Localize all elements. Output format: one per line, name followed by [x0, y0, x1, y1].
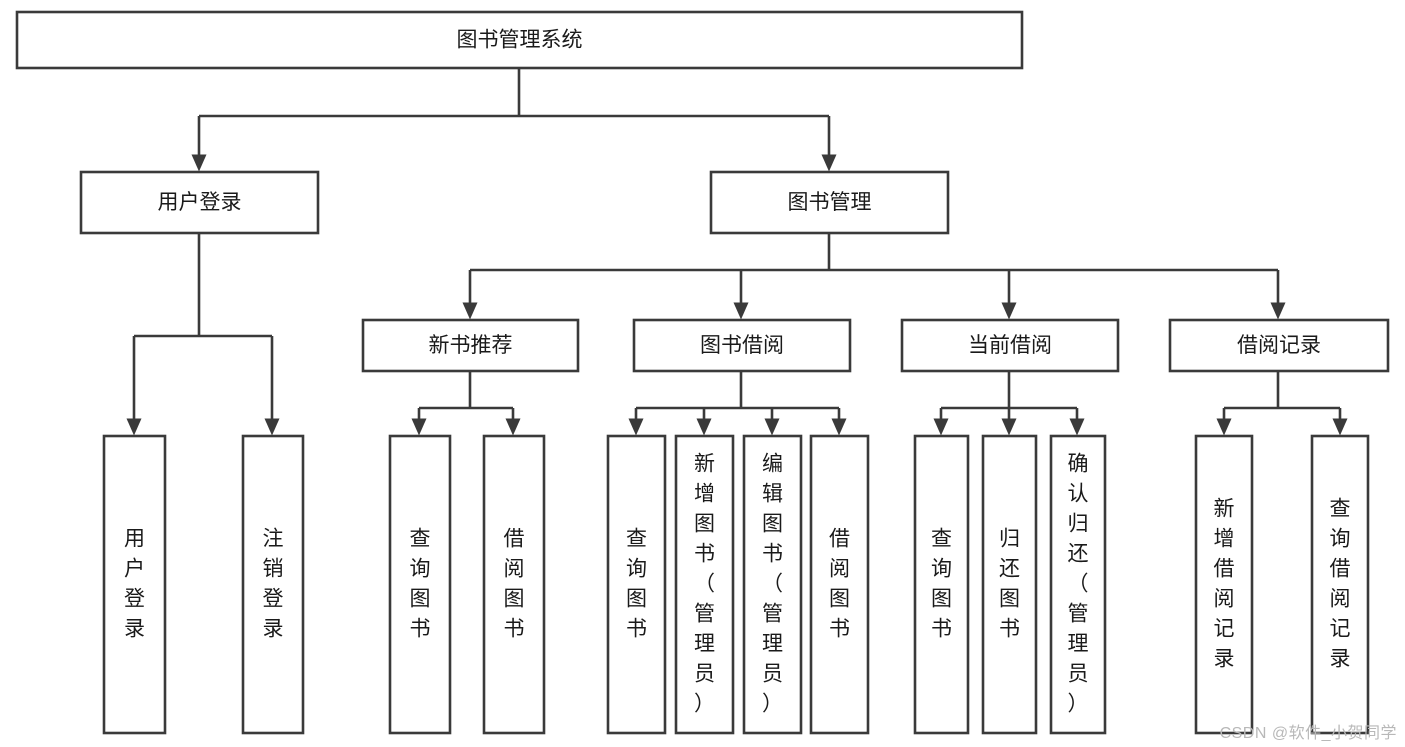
node-rect[interactable] — [361, 318, 580, 373]
arrow-head — [628, 418, 644, 436]
node-rect[interactable] — [241, 434, 305, 735]
connector-root-to-level2 — [191, 68, 837, 172]
node-label: 借阅记录 — [1237, 334, 1321, 357]
arrow-head — [1001, 418, 1017, 436]
node-rect[interactable] — [102, 434, 167, 735]
node-leaf-leaf-add-record[interactable]: 新增借阅记录 — [1194, 434, 1254, 735]
arrow-head — [1069, 418, 1085, 436]
arrow-head — [505, 418, 521, 436]
node-label: 查询图书 — [410, 527, 431, 640]
node-label: 新增图书（管理员） — [694, 452, 715, 715]
node-rect[interactable] — [900, 318, 1120, 373]
node-layer: 图书管理系统用户登录图书管理新书推荐图书借阅当前借阅借阅记录用户登录注销登录查询… — [15, 10, 1390, 735]
node-label: 图书借阅 — [700, 334, 784, 357]
arrow-head — [126, 418, 142, 436]
node-leaf-leaf-query-record[interactable]: 查询借阅记录 — [1310, 434, 1370, 735]
connector-bookborrow-to-leaves — [628, 371, 847, 436]
node-rect[interactable] — [15, 10, 1024, 70]
node-leaf-leaf-edit-book[interactable]: 编辑图书（管理员） — [742, 434, 803, 735]
arrow-head — [1001, 302, 1017, 320]
node-rect[interactable] — [981, 434, 1038, 735]
node-rect[interactable] — [606, 434, 667, 735]
node-label: 当前借阅 — [968, 334, 1052, 357]
node-rect[interactable] — [742, 434, 803, 735]
node-rect[interactable] — [1049, 434, 1107, 735]
node-label: 查询借阅记录 — [1330, 497, 1351, 670]
node-leaf-leaf-query-book-borrow[interactable]: 查询图书 — [606, 434, 667, 735]
node-label: 用户登录 — [158, 191, 242, 214]
node-label: 新增借阅记录 — [1214, 497, 1235, 670]
node-label: 借阅图书 — [829, 527, 850, 640]
node-leaf-leaf-user-login[interactable]: 用户登录 — [102, 434, 167, 735]
node-rect[interactable] — [1310, 434, 1370, 735]
node-rect[interactable] — [632, 318, 852, 373]
node-leaf-leaf-borrow-book-rec[interactable]: 借阅图书 — [482, 434, 546, 735]
arrow-head — [696, 418, 712, 436]
node-leaf-leaf-query-book-rec[interactable]: 查询图书 — [388, 434, 452, 735]
node-label: 编辑图书（管理员） — [762, 452, 783, 715]
node-root-图书管理系统[interactable]: 图书管理系统 — [15, 10, 1024, 70]
node-level2-user-login[interactable]: 用户登录 — [79, 170, 320, 235]
node-leaf-leaf-return-book[interactable]: 归还图书 — [981, 434, 1038, 735]
node-rect[interactable] — [388, 434, 452, 735]
connector-layer — [126, 68, 1348, 436]
node-label: 查询图书 — [931, 527, 952, 640]
node-rect[interactable] — [809, 434, 870, 735]
node-rect[interactable] — [674, 434, 735, 735]
node-label: 图书管理系统 — [457, 29, 583, 52]
node-label: 图书管理 — [788, 191, 872, 214]
node-rect[interactable] — [1194, 434, 1254, 735]
node-leaf-leaf-add-book[interactable]: 新增图书（管理员） — [674, 434, 735, 735]
arrow-head — [1216, 418, 1232, 436]
arrow-head — [764, 418, 780, 436]
node-level2-book-manage[interactable]: 图书管理 — [709, 170, 950, 235]
node-level3-book-borrow[interactable]: 图书借阅 — [632, 318, 852, 373]
node-rect[interactable] — [79, 170, 320, 235]
connector-currentborrow-to-leaves — [933, 371, 1085, 436]
node-rect[interactable] — [482, 434, 546, 735]
connector-newbook-to-leaves — [411, 371, 521, 436]
watermark-text: CSDN @软件_小贺同学 — [1219, 725, 1397, 742]
node-leaf-leaf-borrow-book[interactable]: 借阅图书 — [809, 434, 870, 735]
node-rect[interactable] — [913, 434, 970, 735]
node-level3-new-book-rec[interactable]: 新书推荐 — [361, 318, 580, 373]
arrow-head — [933, 418, 949, 436]
arrow-head — [264, 418, 280, 436]
node-label: 归还图书 — [999, 527, 1020, 640]
node-rect[interactable] — [709, 170, 950, 235]
node-label: 查询图书 — [626, 527, 647, 640]
arrow-head — [831, 418, 847, 436]
arrow-head — [1270, 302, 1286, 320]
arrow-head — [821, 154, 837, 172]
node-leaf-leaf-user-logout[interactable]: 注销登录 — [241, 434, 305, 735]
node-rect[interactable] — [1168, 318, 1390, 373]
node-label: 用户登录 — [124, 527, 145, 640]
connector-bookmanage-to-level3 — [462, 233, 1286, 320]
node-leaf-leaf-confirm-return[interactable]: 确认归还（管理员） — [1049, 434, 1107, 735]
arrow-head — [462, 302, 478, 320]
connector-userlogin-to-leaves — [126, 233, 280, 436]
arrow-head — [191, 154, 207, 172]
arrow-head — [1332, 418, 1348, 436]
arrow-head — [733, 302, 749, 320]
node-label: 确认归还（管理员） — [1068, 452, 1089, 715]
node-leaf-leaf-query-book-current[interactable]: 查询图书 — [913, 434, 970, 735]
node-level3-current-borrow[interactable]: 当前借阅 — [900, 318, 1120, 373]
node-level3-borrow-record[interactable]: 借阅记录 — [1168, 318, 1390, 373]
node-label: 新书推荐 — [429, 334, 513, 357]
node-label: 注销登录 — [263, 527, 284, 640]
connector-borrowrecord-to-leaves — [1216, 371, 1348, 436]
arrow-head — [411, 418, 427, 436]
node-label: 借阅图书 — [504, 527, 525, 640]
